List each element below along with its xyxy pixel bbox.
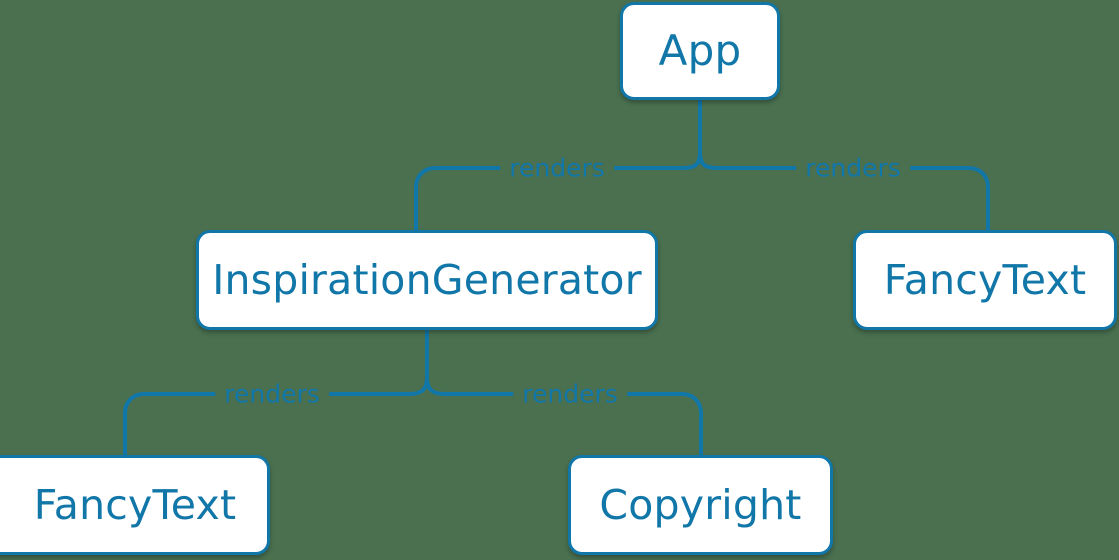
node-app[interactable]: App [620,2,780,100]
node-fancytext-right[interactable]: FancyText [853,230,1117,330]
edge-label-app-to-inspirationgenerator: renders [500,155,614,181]
edge-label-inspirationgenerator-to-fancytext: renders [215,381,329,407]
node-fancytext-right-label: FancyText [883,255,1087,304]
node-copyright[interactable]: Copyright [568,455,833,555]
edge-label-inspirationgenerator-to-copyright: renders [513,381,627,407]
node-inspirationgenerator-label: InspirationGenerator [212,255,642,304]
node-app-label: App [658,26,742,75]
node-fancytext-left[interactable]: FancyText [0,455,270,555]
edge-label-app-to-fancytext: renders [796,155,910,181]
node-fancytext-left-label: FancyText [33,480,237,529]
node-inspirationgenerator[interactable]: InspirationGenerator [196,230,658,330]
node-copyright-label: Copyright [599,480,802,529]
